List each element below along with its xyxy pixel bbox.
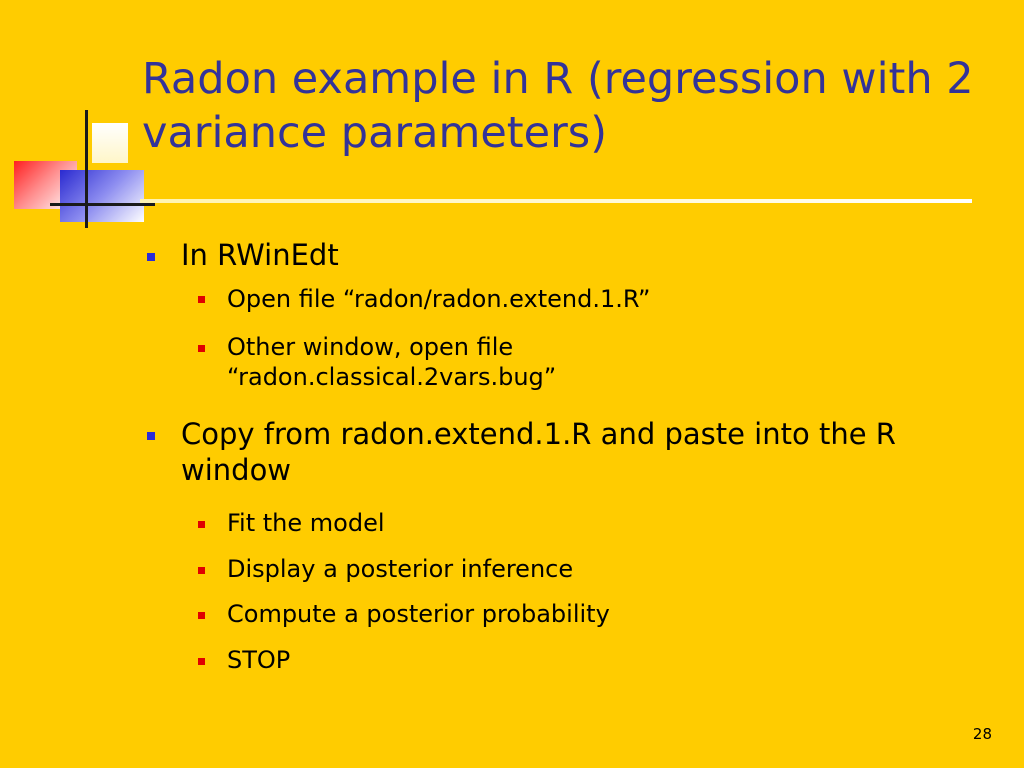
vertical-line: [85, 110, 88, 228]
sub-bullet-item: Compute a posterior probability: [227, 600, 610, 628]
sub-bullet-item: Other window, open file “radon.classical…: [227, 333, 557, 391]
bullet-marker-level2: [198, 345, 205, 352]
bullet-marker-level2: [198, 521, 205, 528]
sub-bullet-item: STOP: [227, 646, 291, 674]
title-underline: [140, 199, 972, 203]
bullet-marker-level2: [198, 612, 205, 619]
bullet-marker-level2: [198, 658, 205, 665]
slide-title: Radon example in R (regression with 2 va…: [142, 54, 974, 158]
bullet-item: In RWinEdt: [181, 238, 339, 272]
blue-square: [60, 170, 144, 222]
horizontal-line: [50, 203, 155, 206]
bullet-marker-level2: [198, 567, 205, 574]
decorative-squares-logo: [0, 0, 160, 240]
page-number: 28: [972, 725, 992, 743]
white-square: [92, 123, 128, 163]
bullet-marker-level1: [147, 253, 155, 261]
sub-bullet-item: Display a posterior inference: [227, 555, 574, 583]
bullet-marker-level1: [147, 432, 155, 440]
sub-bullet-item: Fit the model: [227, 509, 385, 537]
bullet-item: Copy from radon.extend.1.R and paste int…: [181, 417, 896, 487]
sub-bullet-item: Open file “radon/radon.extend.1.R”: [227, 285, 651, 313]
bullet-marker-level2: [198, 296, 205, 303]
